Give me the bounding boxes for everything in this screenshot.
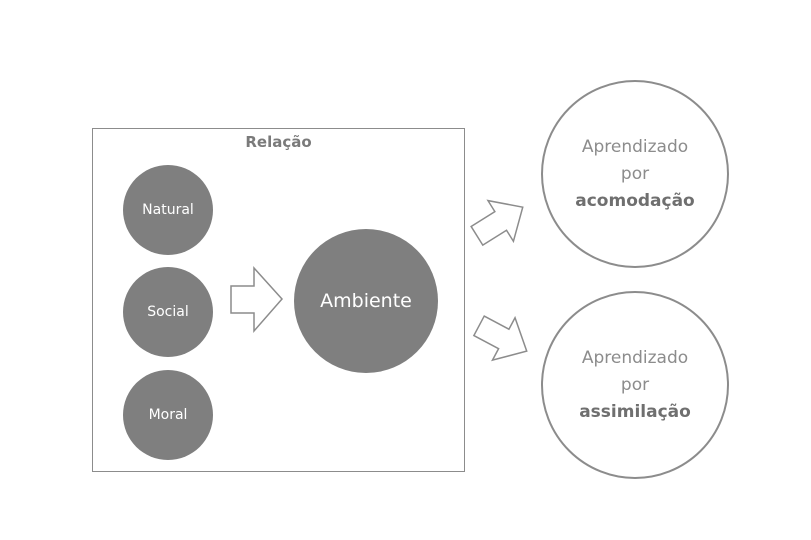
natural-node-label: Natural <box>142 202 194 218</box>
arrow-to-acomodacao-icon <box>470 199 524 247</box>
relation-box-title: Relação <box>245 133 312 151</box>
natural-node: Natural <box>123 165 213 255</box>
social-node: Social <box>123 267 213 357</box>
assimilacao-line1: Aprendizado <box>581 347 689 368</box>
acomodacao-line3: acomodação <box>575 190 695 211</box>
assimilacao-node: Aprendizado por assimilação <box>541 291 729 479</box>
arrow-to-ambiente-icon <box>230 266 284 333</box>
relation-box <box>92 128 465 472</box>
ambiente-node: Ambiente <box>294 229 438 373</box>
moral-node-label: Moral <box>148 407 188 423</box>
acomodacao-line2: por <box>620 163 650 184</box>
acomodacao-line1: Aprendizado <box>581 136 689 157</box>
arrow-to-assimilacao-icon <box>472 315 528 362</box>
moral-node: Moral <box>123 370 213 460</box>
ambiente-node-label: Ambiente <box>320 290 412 312</box>
assimilacao-line3: assimilação <box>579 401 691 422</box>
acomodacao-node: Aprendizado por acomodação <box>541 80 729 268</box>
assimilacao-line2: por <box>620 374 650 395</box>
social-node-label: Social <box>147 304 189 320</box>
